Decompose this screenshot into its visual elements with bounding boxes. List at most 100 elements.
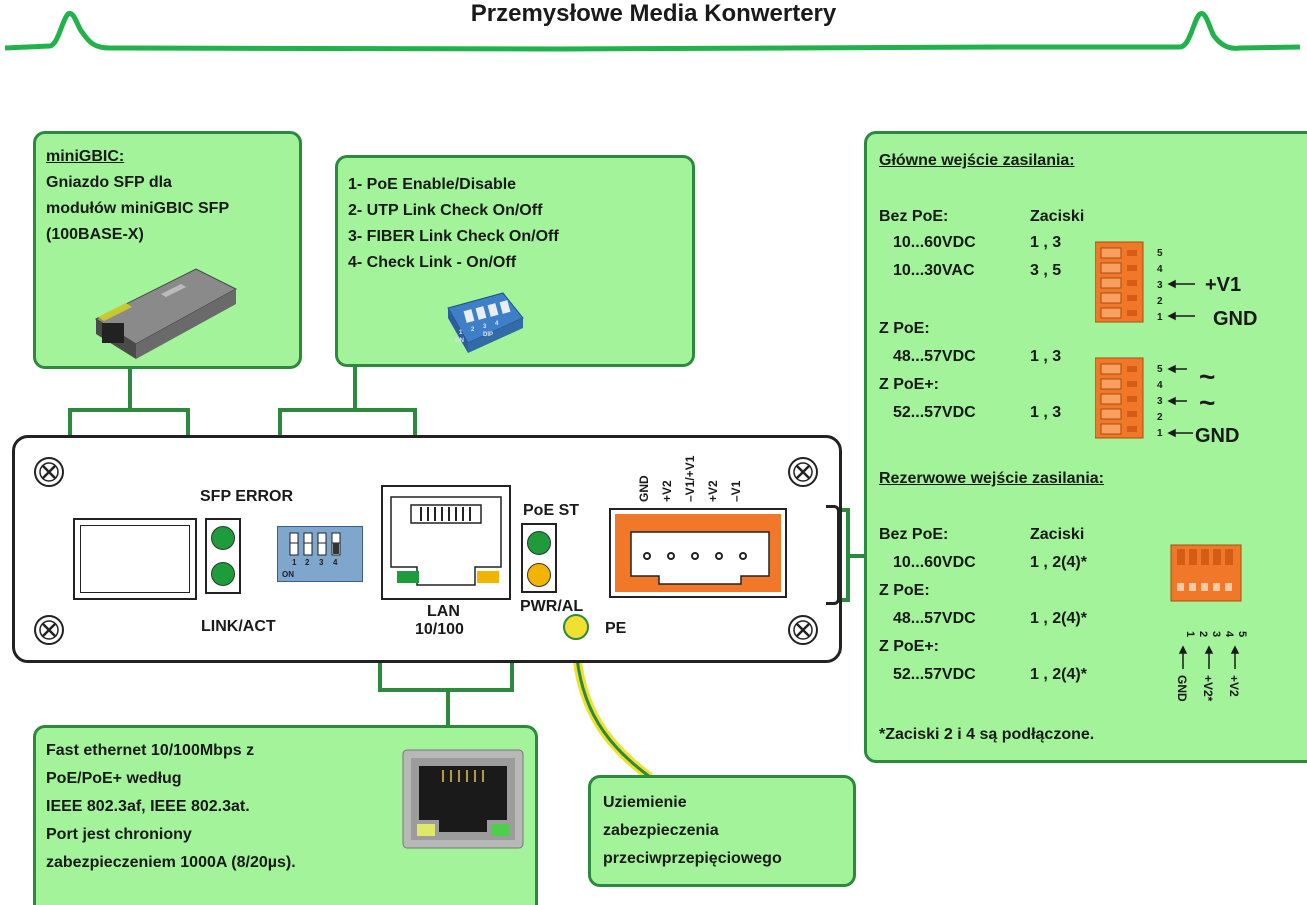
dip-switch-number: 3 bbox=[319, 558, 324, 567]
main-row-terminals: 3 , 5 bbox=[1030, 262, 1062, 279]
dip-switch[interactable]: 1 2 3 4 ON bbox=[277, 526, 363, 582]
power-box: Główne wejście zasilania: Bez PoE: Zacis… bbox=[864, 131, 1307, 763]
pe-ground-point bbox=[563, 614, 589, 640]
dip-line: 3- FIBER Link Check On/Off bbox=[348, 228, 559, 245]
pin-number: 4 bbox=[1157, 264, 1163, 275]
pin-number: 5 bbox=[1157, 248, 1163, 259]
backup-row-terminals: 1 , 2(4)* bbox=[1030, 610, 1087, 627]
terminal-label: GND bbox=[637, 475, 651, 502]
backup-pin-number: 1 bbox=[1184, 631, 1196, 637]
gnd-label: GND bbox=[1195, 425, 1239, 446]
screw-icon bbox=[788, 615, 818, 645]
dip-switch-number: 4 bbox=[333, 558, 338, 567]
poe-led-block bbox=[521, 523, 557, 593]
minigbic-line: (100BASE-X) bbox=[46, 226, 144, 243]
backup-v2-label: +V2 bbox=[1227, 675, 1241, 697]
screw-icon bbox=[788, 457, 818, 487]
device-front-panel: SFP ERROR LINK/ACT 1 2 3 4 ON bbox=[12, 435, 842, 663]
screw-icon bbox=[34, 615, 64, 645]
ground-box: Uziemienie zabezpieczenia przeciwprzepię… bbox=[588, 775, 856, 887]
sfp-error-led bbox=[211, 526, 235, 550]
terminal-label: –V1/+V1 bbox=[683, 455, 697, 502]
lan-label: LAN bbox=[427, 603, 460, 620]
backup-row-terminals: 1 , 2(4)* bbox=[1030, 554, 1087, 571]
main-col2-head: Zaciski bbox=[1030, 208, 1085, 225]
backup-gnd-label: GND bbox=[1175, 675, 1189, 702]
backup-power-heading: Rezerwowe wejście zasilania: bbox=[879, 470, 1104, 487]
dip-box: 1- PoE Enable/Disable 2- UTP Link Check … bbox=[335, 155, 695, 367]
minigbic-line: modułów miniGBIC SFP bbox=[46, 200, 230, 217]
mounting-bracket bbox=[826, 505, 840, 605]
screw-icon bbox=[34, 457, 64, 487]
main-connector-ac: 5 4 3 2 1 ~ ~ GND bbox=[1095, 357, 1239, 446]
poe-st-label: PoE ST bbox=[523, 502, 580, 519]
backup-pin-number: 5 bbox=[1236, 631, 1248, 637]
backup-v2star-label: +V2* bbox=[1201, 675, 1215, 702]
main-connector-dc: 5 4 3 2 1 +V1 GND bbox=[1095, 241, 1257, 330]
dip-switch-number: 2 bbox=[305, 558, 310, 567]
sfp-led-block bbox=[205, 518, 241, 594]
ethernet-box: Fast ethernet 10/100Mbps z PoE/PoE+ wedł… bbox=[33, 725, 538, 905]
ethernet-line: zabezpieczeniem 1000A (8/20µs). bbox=[46, 854, 296, 871]
dip-line: 4- Check Link - On/Off bbox=[348, 254, 517, 271]
backup-connector: 1 2 3 4 5 GND +V2* +V2 bbox=[1170, 544, 1248, 702]
main-row-voltage: 10...60VDC bbox=[893, 234, 976, 251]
minigbic-box: miniGBIC: Gniazdo SFP dla modułów miniGB… bbox=[33, 131, 302, 369]
ac-tilde-label: ~ bbox=[1199, 387, 1215, 418]
dip-switch-number: 1 bbox=[292, 558, 297, 567]
backup-row-voltage: Z PoE: bbox=[879, 582, 930, 599]
backup-pin-number: 2 bbox=[1197, 631, 1209, 637]
main-row-voltage: Z PoE+: bbox=[879, 376, 940, 393]
dip-photo-label: 3 bbox=[483, 324, 487, 330]
gnd-label: GND bbox=[1213, 308, 1257, 330]
main-row-voltage: 48...57VDC bbox=[893, 348, 976, 365]
dip-switch-image: 1 2 3 4 ON DIP bbox=[447, 292, 524, 353]
minigbic-line: Gniazdo SFP dla bbox=[46, 174, 172, 191]
terminal-label: –V1 bbox=[729, 480, 743, 502]
header-decoration bbox=[4, 10, 1301, 52]
page-title: Przemysłowe Media Konwertery bbox=[470, 0, 837, 27]
rj45-socket-image bbox=[402, 749, 524, 849]
pe-label: PE bbox=[605, 620, 627, 637]
backup-row-voltage: 48...57VDC bbox=[893, 610, 976, 627]
pin-number: 4 bbox=[1157, 380, 1163, 391]
link-act-label: LINK/ACT bbox=[201, 618, 276, 635]
pin-number: 2 bbox=[1157, 296, 1163, 307]
backup-row-voltage: Z PoE+: bbox=[879, 638, 940, 655]
dip-line: 2- UTP Link Check On/Off bbox=[348, 202, 543, 219]
ethernet-line: PoE/PoE+ według bbox=[46, 770, 182, 787]
backup-row-voltage: 52...57VDC bbox=[893, 666, 976, 683]
main-row-terminals: 1 , 3 bbox=[1030, 234, 1062, 251]
ground-line: Uziemienie bbox=[603, 794, 687, 811]
ethernet-line: Port jest chroniony bbox=[46, 826, 192, 843]
sfp-port[interactable] bbox=[73, 518, 197, 600]
terminal-label: +V2 bbox=[706, 480, 720, 502]
dip-photo-label: DIP bbox=[483, 332, 493, 338]
main-row-terminals: 1 , 3 bbox=[1030, 348, 1062, 365]
dip-photo-label: 1 bbox=[459, 330, 463, 336]
sfp-error-label: SFP ERROR bbox=[200, 488, 294, 505]
v1-label: +V1 bbox=[1205, 274, 1241, 296]
backup-pin-number: 4 bbox=[1223, 631, 1235, 638]
dip-photo-label: ON bbox=[455, 338, 464, 344]
ground-line: przeciwprzepięciowego bbox=[603, 850, 782, 867]
pin-number: 1 bbox=[1157, 428, 1163, 439]
main-row-voltage: 10...30VAC bbox=[893, 262, 975, 279]
footnote: *Zaciski 2 i 4 są podłączone. bbox=[879, 726, 1095, 743]
pin-number: 1 bbox=[1157, 312, 1163, 323]
backup-pin-number: 3 bbox=[1210, 631, 1222, 637]
dip-photo-label: 2 bbox=[471, 327, 475, 333]
power-terminal-block[interactable] bbox=[609, 508, 787, 598]
lan-speed-label: 10/100 bbox=[415, 621, 464, 638]
pin-number: 3 bbox=[1157, 396, 1163, 407]
lan-port[interactable] bbox=[381, 485, 511, 600]
dip-switch-toggles: 1 2 3 4 ON bbox=[282, 532, 341, 579]
ground-line: zabezpieczenia bbox=[603, 822, 719, 839]
minigbic-heading: miniGBIC: bbox=[46, 148, 125, 165]
pwr-al-led bbox=[527, 563, 551, 587]
main-row-voltage: 52...57VDC bbox=[893, 404, 976, 421]
ethernet-line: IEEE 802.3af, IEEE 802.3at. bbox=[46, 798, 250, 815]
backup-row-voltage: 10...60VDC bbox=[893, 554, 976, 571]
ac-tilde-label: ~ bbox=[1199, 361, 1215, 392]
poe-st-led bbox=[527, 531, 551, 555]
